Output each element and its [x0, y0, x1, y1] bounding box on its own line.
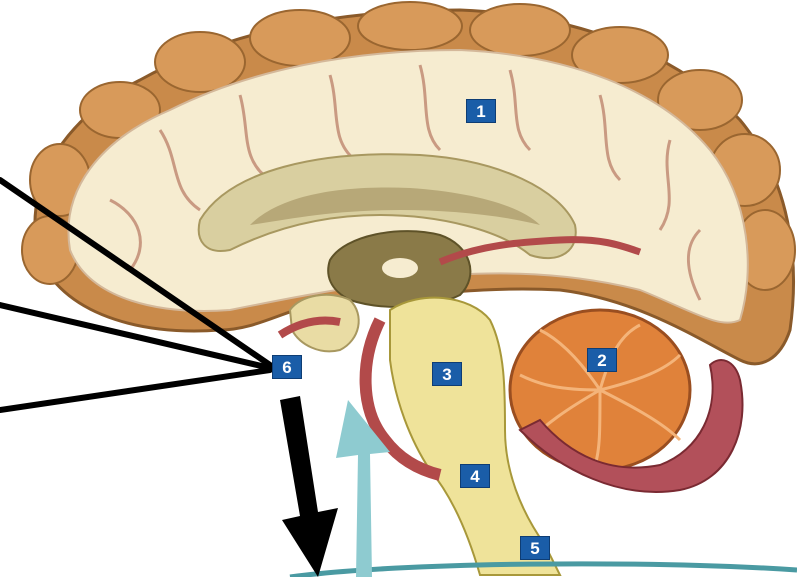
label-3: 3 — [432, 362, 462, 386]
pointer-line-3 — [0, 370, 270, 410]
thalamic-adhesion — [382, 258, 418, 278]
label-5: 5 — [520, 536, 550, 560]
label-2: 2 — [587, 348, 617, 372]
down-arrow-icon — [280, 396, 338, 577]
label-6: 6 — [272, 355, 302, 379]
label-4: 4 — [460, 464, 490, 488]
label-1: 1 — [466, 99, 496, 123]
